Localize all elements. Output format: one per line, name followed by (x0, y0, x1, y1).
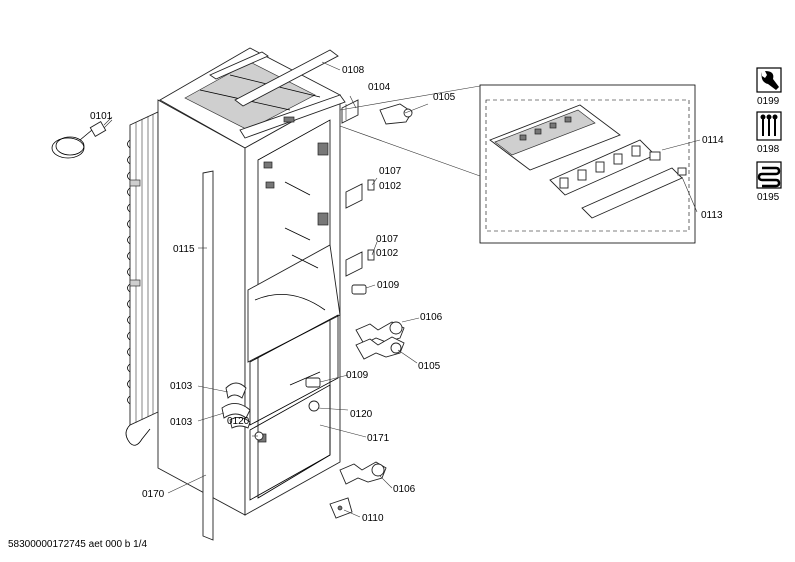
callout-0106: 0106 (393, 484, 416, 495)
door-gasket-strip (202, 170, 214, 541)
callout-0102: 0102 (376, 248, 399, 259)
callout-0108: 0108 (342, 65, 365, 76)
callout-labels: 0101 0108 0104 0105 0114 0113 0107 0102 … (90, 65, 724, 524)
callout-0109: 0109 (377, 280, 400, 291)
legend-labels: 0199 0198 0195 (757, 96, 780, 203)
callout-0113: 0113 (701, 210, 723, 221)
callout-0109: 0109 (346, 370, 369, 381)
callout-0104: 0104 (368, 82, 391, 93)
callout-0105: 0105 (433, 92, 456, 103)
legend-label-0198: 0198 (757, 144, 780, 155)
callout-0120: 0120 (350, 409, 373, 420)
callout-0115: 0115 (173, 244, 195, 255)
callout-0103: 0103 (170, 417, 193, 428)
callout-0171: 0171 (367, 433, 390, 444)
callout-0107: 0107 (379, 166, 402, 177)
power-cord (51, 119, 113, 159)
callout-0107: 0107 (376, 234, 399, 245)
callout-0106: 0106 (420, 312, 443, 323)
callout-0120: 0120 (227, 416, 250, 427)
leader-lines (103, 61, 701, 518)
callout-0102: 0102 (379, 181, 402, 192)
legend-label-0199: 0199 (757, 96, 780, 107)
detail-inset (339, 84, 696, 244)
legend-icon-0198 (756, 111, 782, 141)
door-hinge-lower (221, 382, 251, 429)
legend-icon-0195 (756, 161, 782, 189)
callout-0110: 0110 (362, 513, 384, 524)
legend-icon-0199 (756, 67, 782, 93)
callout-0101: 0101 (90, 111, 113, 122)
callout-0170: 0170 (142, 489, 165, 500)
condenser-coil (125, 111, 159, 446)
small-parts (254, 99, 413, 519)
callout-0105: 0105 (418, 361, 441, 372)
legend-label-0195: 0195 (757, 192, 780, 203)
document-footer: 58300000172745 aet 000 b 1/4 (8, 539, 148, 550)
callout-0103: 0103 (170, 381, 193, 392)
callout-0114: 0114 (702, 135, 724, 146)
cabinet (157, 47, 346, 516)
